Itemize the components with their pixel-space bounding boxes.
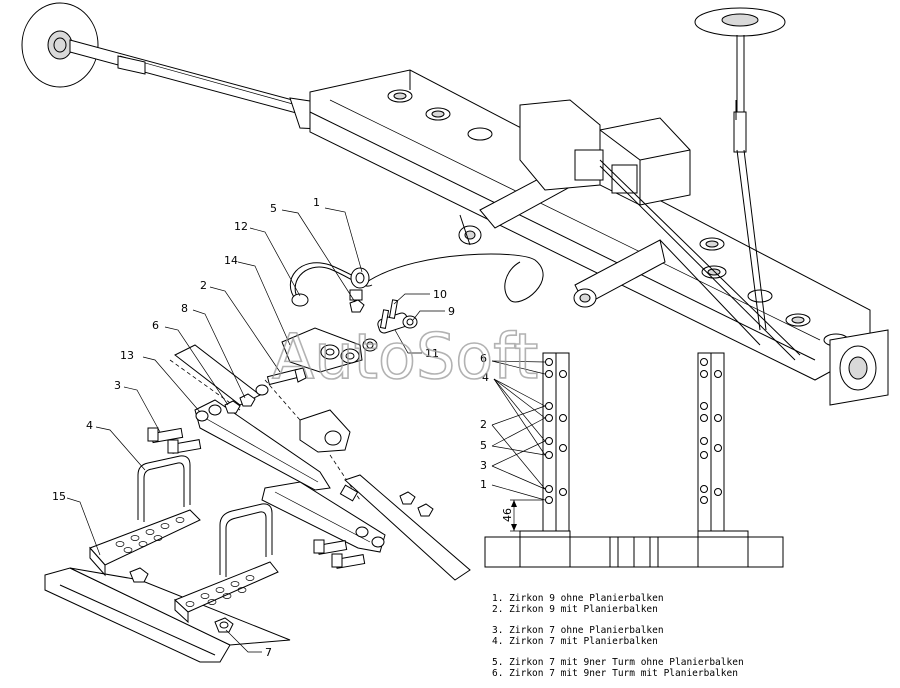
- upper-strut-13: [194, 399, 331, 491]
- nut-base-left: [129, 567, 149, 583]
- left-axle: [69, 39, 301, 115]
- callout-10: 10: [433, 288, 447, 301]
- detail-leaders: [491, 360, 546, 501]
- legend-item: 5. Zirkon 7 mit 9ner Turm ohne Planierba…: [492, 657, 744, 668]
- plate-holes: [115, 517, 255, 607]
- callout-6: 6: [152, 319, 159, 332]
- detail-left-holes: [545, 358, 567, 504]
- bracket-assembly: [266, 299, 418, 386]
- legend-item: 3. Zirkon 7 ohne Planierbalken: [492, 625, 664, 636]
- washer-9a: [362, 338, 378, 352]
- hub-block: [299, 409, 351, 453]
- callout-11: 11: [425, 347, 439, 360]
- nut-6: [224, 400, 241, 414]
- nut-5: [349, 299, 365, 313]
- callout-13: 13: [120, 349, 134, 362]
- detail-label-3: 3: [480, 459, 487, 472]
- callout-labels: 1 5 12 14 2 8 6 13 3 4 15 7 10 9 11: [52, 196, 455, 659]
- callout-8: 8: [181, 302, 188, 315]
- u-bolt-4: [137, 455, 191, 520]
- strut-assembly: [147, 344, 471, 581]
- callout-1: 1: [313, 196, 320, 209]
- lower-strut: [261, 481, 386, 553]
- base-assembly: [44, 455, 291, 663]
- callout-7: 7: [265, 646, 272, 659]
- dimension-46: 46: [501, 508, 514, 522]
- detail-label-6: 6: [480, 352, 487, 365]
- callout-3: 3: [114, 379, 121, 392]
- beam-sockets: [387, 89, 849, 347]
- detail-view: 46 6 4 2 5 3 1: [480, 352, 784, 568]
- callout-15: 15: [52, 490, 66, 503]
- machine-frame: [21, 2, 889, 406]
- eye-bolt: [350, 267, 370, 289]
- legend: 1. Zirkon 9 ohne Planierbalken 2. Zirkon…: [492, 593, 744, 679]
- detail-label-4: 4: [482, 371, 489, 384]
- callout-12: 12: [234, 220, 248, 233]
- cable-clamp: [291, 293, 309, 307]
- watermark: AutoSoft: [272, 320, 538, 393]
- callout-4: 4: [86, 419, 93, 432]
- legend-item: 2. Zirkon 9 mit Planierbalken: [492, 604, 658, 615]
- callout-2: 2: [200, 279, 207, 292]
- detail-label-5: 5: [480, 439, 487, 452]
- legend-item: 1. Zirkon 9 ohne Planierbalken: [492, 593, 664, 604]
- u-bolt-right: [219, 503, 273, 575]
- callout-14: 14: [224, 254, 238, 267]
- callout-9: 9: [448, 305, 455, 318]
- callout-5: 5: [270, 202, 277, 215]
- nut-upper-right: [399, 491, 416, 505]
- legend-item: 4. Zirkon 7 mit Planierbalken: [492, 636, 658, 647]
- spring-pin-10: [388, 299, 399, 319]
- detail-right-holes: [700, 358, 722, 504]
- nut-8: [239, 393, 256, 407]
- legend-item: 6. Zirkon 7 mit 9ner Turm mit Planierbal…: [492, 668, 738, 679]
- hydraulic-cable: [290, 253, 544, 313]
- detail-label-2: 2: [480, 418, 487, 431]
- callout-leaders: [66, 207, 445, 653]
- nut-lower-right: [417, 503, 434, 517]
- detail-label-1: 1: [480, 478, 487, 491]
- lower-bar: [344, 474, 471, 581]
